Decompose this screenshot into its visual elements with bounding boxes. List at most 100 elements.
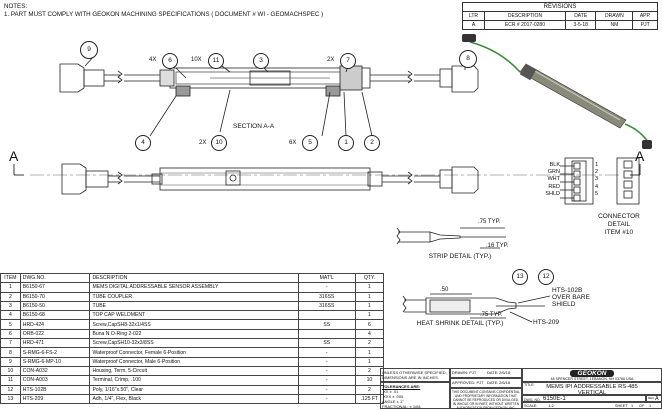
rev-box: REV. A bbox=[646, 395, 662, 402]
bom-cell-dwg: HTS-102B bbox=[19, 384, 91, 395]
bom-cell-description: Terminal, Crimp, .100 bbox=[89, 375, 299, 386]
bom-cell-dwg: B6150-68 bbox=[19, 310, 91, 321]
bom-cell-material: - bbox=[297, 384, 356, 395]
bom-cell-qty: 1 bbox=[354, 300, 385, 312]
balloon-item-6: 6 bbox=[162, 53, 178, 69]
bom-cell-description: Housing, Term, 5-Circuit bbox=[89, 365, 299, 377]
pin-number: 2 bbox=[595, 169, 599, 176]
of-value: 1 bbox=[649, 404, 652, 408]
strip-dim-75: .75 TYP. bbox=[478, 219, 501, 225]
scale-value: 1:2 bbox=[548, 404, 554, 408]
bom-cell-qty: 1 bbox=[354, 291, 385, 302]
bom-cell-item: 12 bbox=[0, 384, 21, 395]
bom-cell-material: - bbox=[297, 365, 356, 377]
wire-label: RED bbox=[548, 183, 560, 190]
strip-dim-16: .16 TYP. bbox=[486, 243, 509, 249]
balloon-item-5: 5 bbox=[302, 135, 318, 151]
connector-caption-line: DETAIL bbox=[607, 221, 631, 228]
bom-cell-description: TOP CAP WELDMENT bbox=[89, 310, 299, 321]
rev-label: REV. bbox=[648, 396, 655, 400]
bom-cell-item: 3 bbox=[0, 300, 21, 312]
bom-cell-item: 10 bbox=[0, 365, 21, 377]
bom-cell-description: MEMS DIGITAL ADDRESSABLE SENSOR ASSEMBLY bbox=[89, 282, 299, 293]
bom-cell-item: 11 bbox=[0, 375, 21, 386]
bom-cell-dwg: ORB-022 bbox=[19, 328, 91, 340]
product-render bbox=[462, 34, 652, 149]
bom-cell-item: 2 bbox=[0, 291, 21, 302]
bom-cell-material bbox=[297, 310, 356, 321]
balloon-item-3: 3 bbox=[253, 53, 269, 69]
title-label: TITLE: bbox=[524, 383, 535, 387]
bom-cell-qty: 2 bbox=[354, 338, 385, 349]
pin-number: 5 bbox=[595, 190, 599, 197]
confidential-note: THIS DOCUMENT CONTAINS CONFIDENTIAL AND … bbox=[450, 388, 522, 410]
bom-cell-material: 316SS bbox=[297, 300, 356, 312]
sheet-label: SHEET bbox=[615, 404, 628, 408]
balloon-item-4: 4 bbox=[135, 135, 151, 151]
of-label: OF bbox=[639, 404, 645, 408]
balloon-item-2: 2 bbox=[364, 135, 380, 151]
bom-cell-description: TUBE bbox=[89, 300, 299, 312]
bom-cell-dwg: HRD-471 bbox=[19, 338, 91, 349]
section-line bbox=[13, 164, 641, 176]
approved-label: APPROVED: bbox=[452, 380, 476, 385]
bom-cell-description: Waterproof Connector, Female 6-Position bbox=[89, 347, 299, 358]
drawn-date-label: DATE: bbox=[487, 370, 499, 375]
shrink-note-line: OVER BARE bbox=[552, 294, 590, 301]
bom-cell-dwg: HRD-424 bbox=[19, 319, 91, 330]
notes: NOTES: 1. PART MUST COMPLY WITH GEOKON M… bbox=[4, 3, 323, 19]
bom-col-item: ITEM bbox=[0, 272, 21, 284]
elevation-view bbox=[61, 163, 479, 195]
sheet-value: 1 bbox=[631, 404, 634, 408]
tolerance-line: FRACTIONAL: ± 1/64 bbox=[382, 404, 421, 409]
notes-line-1: 1. PART MUST COMPLY WITH GEOKON MACHININ… bbox=[4, 11, 324, 18]
drawn-label: DRAWN: bbox=[452, 370, 469, 375]
bom-cell-item: 4 bbox=[0, 310, 21, 321]
tolerance-line: .XXX ± .005 bbox=[382, 394, 404, 399]
qty-6x: 6X bbox=[289, 140, 297, 146]
notes-header: NOTES: bbox=[4, 3, 28, 10]
balloon-item-10: 10 bbox=[211, 135, 227, 151]
bom-col-qty: QTY. bbox=[354, 272, 385, 284]
bom-cell-qty: 6 bbox=[354, 319, 385, 330]
bom-cell-dwg: S-RMG-6-MP-10 bbox=[19, 356, 91, 367]
drawn-by: PJT bbox=[469, 370, 477, 375]
balloon-item-7: 7 bbox=[340, 53, 356, 69]
bom-cell-item: 1 bbox=[0, 282, 21, 293]
shrink-dim-50: .50 bbox=[440, 287, 449, 293]
wire-label: SHLD bbox=[545, 190, 560, 197]
tolerance-title: TOLERANCES ARE: bbox=[382, 384, 421, 389]
approved-by: PJT bbox=[476, 380, 484, 385]
strip-detail-caption: STRIP DETAIL (TYP.) bbox=[428, 253, 492, 260]
bom-cell-item: 8 bbox=[0, 347, 21, 358]
bom-cell-material: - bbox=[297, 393, 356, 405]
bom-cell-description: Buna N O-Ring 2-022 bbox=[89, 328, 299, 340]
bom-cell-description: Waterproof Connector, Male 6-Position bbox=[89, 356, 299, 367]
approved-box: APPROVED: PJT DATE: 2/6/18 bbox=[450, 378, 522, 388]
title-block: UNLESS OTHERWISE SPECIFIED, DIMENSIONS A… bbox=[380, 368, 662, 410]
balloon-item-12: 12 bbox=[538, 269, 554, 285]
drawing-title: MEMS IPI ADDRESSABLE RS-485 VERTICAL bbox=[524, 384, 660, 396]
bom-cell-qty: 1 bbox=[354, 347, 385, 358]
rev-letter: A bbox=[655, 396, 659, 402]
bom-cell-item: 7 bbox=[0, 338, 21, 349]
bom-cell-qty: .125 FT bbox=[354, 393, 385, 405]
shrink-note-hts209: HTS-209 bbox=[533, 319, 560, 326]
qty-2x-a: 2X bbox=[327, 57, 335, 63]
bom-cell-material: - bbox=[297, 347, 356, 358]
balloon-item-8: 8 bbox=[459, 50, 477, 68]
bom-cell-item: 9 bbox=[0, 356, 21, 367]
balloon-item-9: 9 bbox=[80, 41, 98, 59]
balloon-item-1: 1 bbox=[338, 135, 354, 151]
bom-cell-qty: 1 bbox=[354, 310, 385, 321]
dwg-no-box: DWG. NO. 6150E-1 bbox=[522, 395, 646, 402]
bom-col-description: DESCRIPTION bbox=[89, 272, 299, 284]
bom-cell-description: Screw,CapSH10-32x3/8SS bbox=[89, 338, 299, 349]
